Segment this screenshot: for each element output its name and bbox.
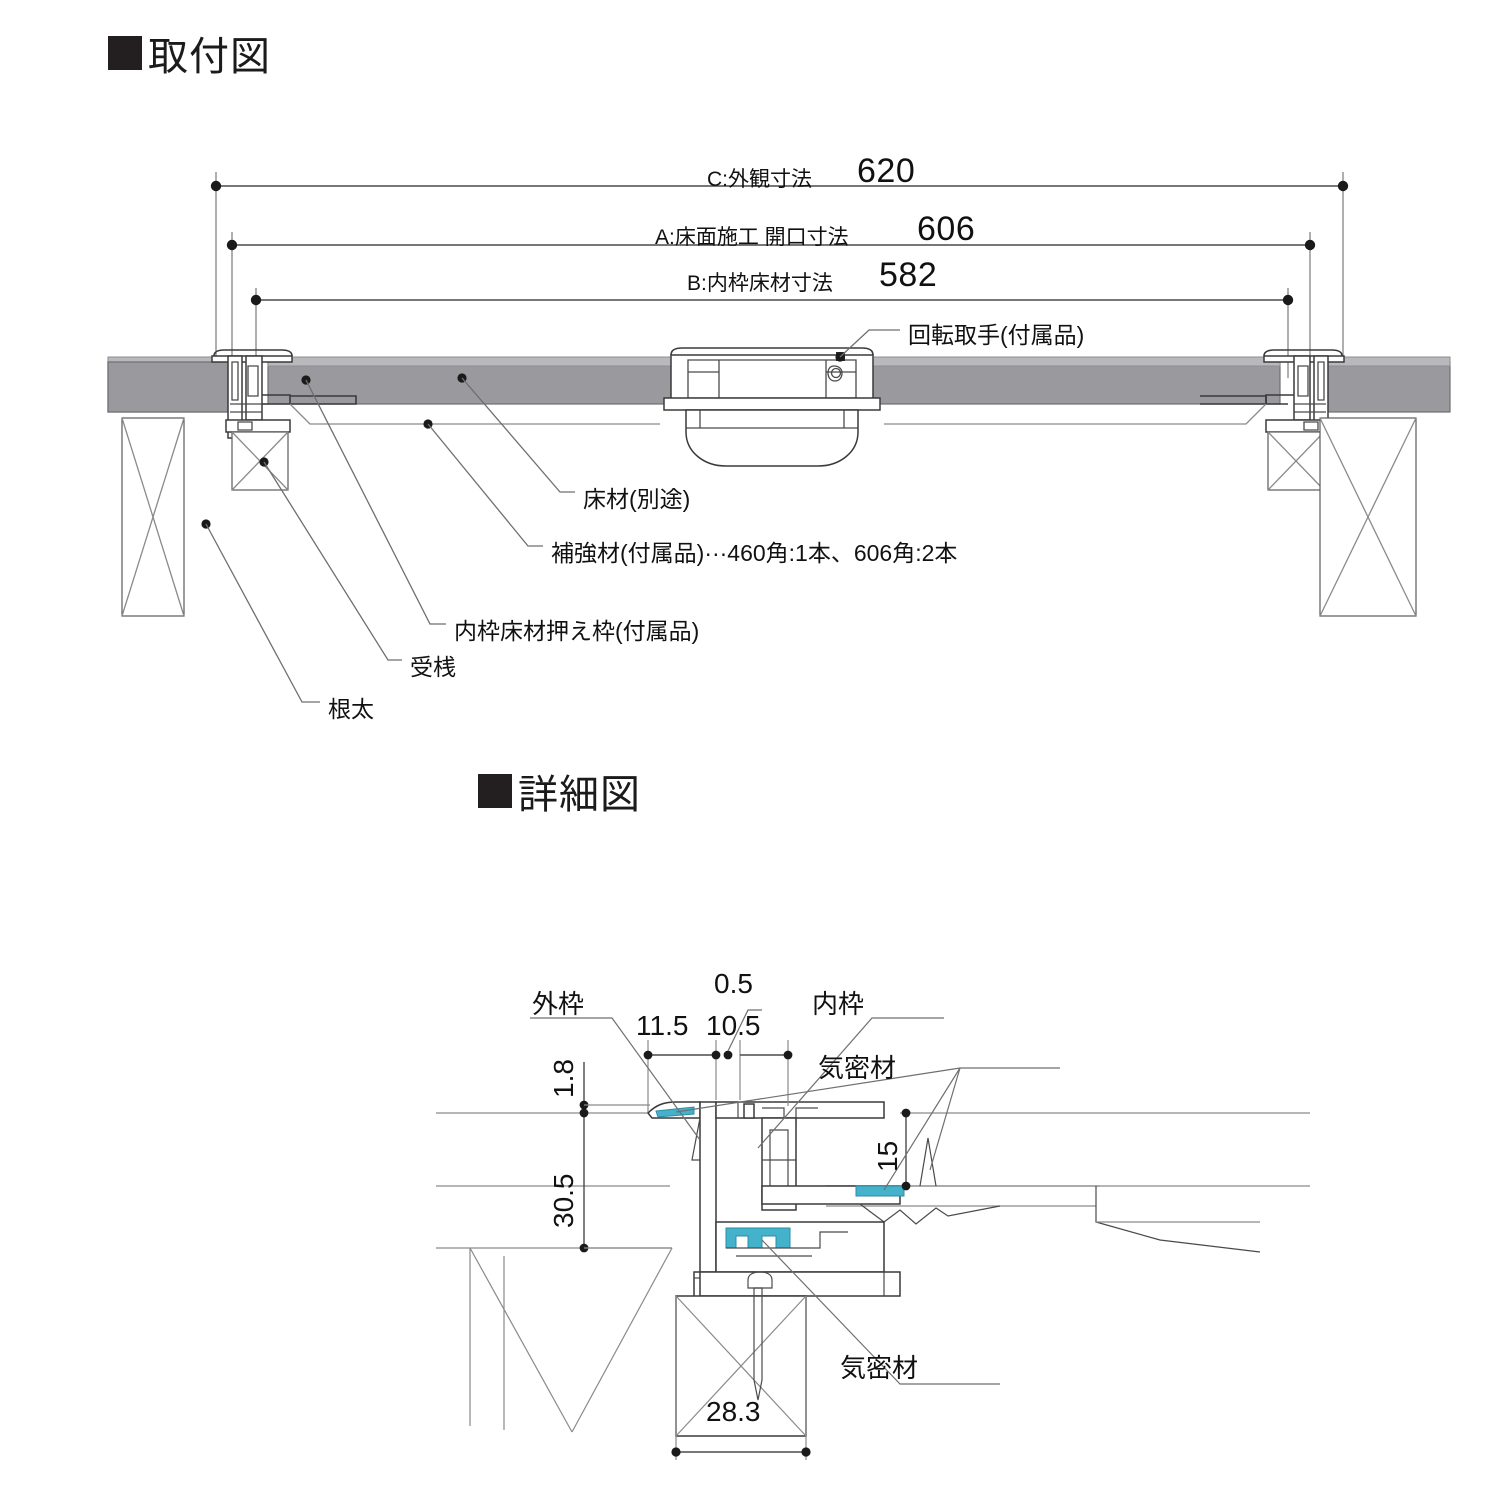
callout-leaders	[201, 329, 900, 703]
dim-c-value: 620	[857, 152, 916, 190]
square-bullet-icon	[478, 774, 512, 808]
dimension-line-a	[226, 232, 1316, 372]
callout-inner-frame-retainer: 内枠床材押え枠(付属品)	[454, 618, 700, 644]
dimension-line-b	[250, 288, 1294, 378]
detail-dim-28-3	[671, 1447, 811, 1457]
detail-dim-30-5: 30.5	[548, 1173, 579, 1229]
floor-slab-right	[1319, 356, 1451, 413]
dim-c-label: C:外観寸法	[707, 168, 812, 191]
detail-dim-vertical-right	[901, 1108, 911, 1191]
handle-recess-assembly	[663, 347, 881, 467]
detail-dim-0-5: 0.5	[714, 968, 753, 999]
joist-left	[121, 417, 185, 617]
dim-a-value: 606	[917, 210, 976, 248]
detail-label-outer-frame: 外枠	[532, 989, 585, 1019]
bearer-right	[1267, 431, 1325, 491]
joist-right	[1319, 417, 1417, 617]
dim-a-label: A:床面施工 開口寸法	[655, 226, 849, 249]
detail-dim-horizontal-top	[643, 1009, 793, 1112]
dim-b-label: B:内枠床材寸法	[687, 272, 833, 295]
dim-b-value: 582	[879, 256, 938, 294]
section-title-detail: 詳細図	[478, 762, 641, 820]
callout-rotating-handle: 回転取手(付属品)	[908, 322, 1085, 348]
callout-bearer: 受桟	[410, 654, 456, 680]
detail-label-gasket-bottom: 気密材	[840, 1353, 919, 1383]
detail-dim-28-3: 28.3	[706, 1396, 761, 1427]
outer-frame-profile	[646, 1101, 717, 1301]
detail-dim-11-5: 11.5	[636, 1010, 689, 1041]
left-floor-hatch	[469, 1247, 673, 1433]
callout-floor-material: 床材(別途)	[583, 486, 691, 512]
section-title-install-label: 取付図	[148, 35, 271, 79]
detail-dim-1-8: 1.8	[548, 1059, 579, 1098]
inner-frame-profile	[699, 1101, 1001, 1297]
detail-leaders	[530, 1017, 1060, 1385]
detail-label-gasket-right: 気密材	[818, 1053, 897, 1083]
detail-dim-15: 15	[872, 1140, 903, 1172]
floor-slab-center	[267, 356, 1281, 405]
inner-floor-board-outline	[289, 403, 1267, 425]
substrate-beam	[675, 1287, 807, 1460]
callout-stiffener: 補強材(付属品)···460角:1本、606角:2本	[551, 540, 958, 566]
section-title-install: 取付図	[108, 24, 271, 82]
dimension-line-c	[210, 172, 1349, 372]
left-frame-assembly	[211, 349, 357, 439]
detail-dim-vertical-left	[579, 1062, 672, 1253]
floor-underlay-left	[107, 361, 229, 413]
detail-label-inner-frame: 内枠	[812, 989, 865, 1019]
square-bullet-icon	[108, 36, 142, 70]
detail-dim-10-5: 10.5	[706, 1010, 761, 1041]
section-title-detail-label: 詳細図	[518, 773, 641, 817]
callout-joist: 根太	[328, 696, 374, 722]
